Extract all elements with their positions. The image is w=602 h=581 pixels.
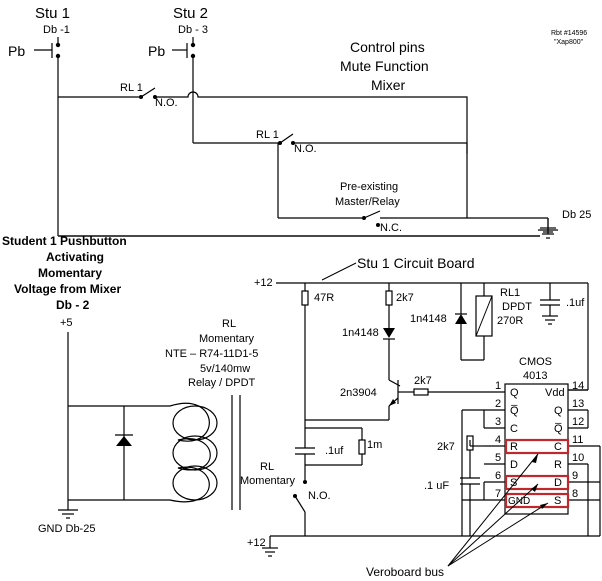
ref-name: "Xap800" bbox=[554, 39, 584, 46]
nc-label: N.C. bbox=[380, 222, 402, 234]
rl1b-label: RL 1 bbox=[256, 129, 279, 141]
left-ground-symbol bbox=[58, 509, 78, 519]
chip-label: 4013 bbox=[523, 370, 547, 382]
pin-label: Q bbox=[510, 387, 519, 399]
pin-number: 14 bbox=[572, 380, 584, 392]
pin-label: R bbox=[554, 459, 562, 471]
stu1-db-label: Db -1 bbox=[43, 24, 70, 36]
bus-label: Veroboard bus bbox=[366, 565, 444, 579]
pin-label: Q̅ bbox=[554, 423, 563, 435]
left-title-3: Momentary bbox=[38, 266, 102, 280]
db25-ground-symbol bbox=[538, 218, 558, 239]
pin-label: Q̅ bbox=[510, 405, 519, 417]
r47-label: 47R bbox=[314, 292, 334, 304]
stu2-db-label: Db - 3 bbox=[178, 24, 208, 36]
left-title-1: Student 1 Pushbutton bbox=[2, 234, 127, 248]
board-title: Stu 1 Circuit Board bbox=[357, 255, 475, 271]
r2k7b-label: 2k7 bbox=[414, 375, 432, 387]
stu2-label: Stu 2 bbox=[173, 5, 208, 22]
cmos-label: CMOS bbox=[519, 356, 552, 368]
circuit-board: Stu 1 Circuit Board +12 +12 47R 2k7 1n41… bbox=[240, 255, 601, 579]
pin-number: 7 bbox=[495, 488, 501, 500]
db25-label: Db 25 bbox=[562, 209, 591, 221]
pin-label: C bbox=[510, 423, 518, 435]
bus-highlight-row-gnd-s bbox=[504, 492, 570, 509]
relay-coil bbox=[67, 332, 241, 510]
cap-1uF-label: .1 uF bbox=[424, 480, 449, 492]
r2k7c-label: 2k7 bbox=[437, 441, 455, 453]
gnd-label: GND Db-25 bbox=[38, 523, 95, 535]
control-title-2: Mute Function bbox=[340, 58, 429, 74]
pb2-label: Pb bbox=[148, 43, 165, 59]
pin-number: 4 bbox=[495, 434, 501, 446]
pin-number: 9 bbox=[572, 470, 578, 482]
rl-mom-label-1: RL bbox=[260, 461, 274, 473]
cap1uf-label: .1uf bbox=[566, 297, 585, 309]
plus12-bottom-label: +12 bbox=[247, 537, 266, 549]
r270-label: 270R bbox=[497, 315, 523, 327]
left-title-4: Voltage from Mixer bbox=[14, 282, 121, 296]
bus-highlight-row-s-d bbox=[504, 474, 570, 491]
left-title-block: Student 1 Pushbutton Activating Momentar… bbox=[2, 234, 258, 535]
rl-no-label: N.O. bbox=[308, 490, 331, 502]
rl1a-label: RL 1 bbox=[120, 82, 143, 94]
d1-label: 1n4148 bbox=[342, 327, 379, 339]
pin-label: S bbox=[510, 477, 517, 489]
pin-number: 3 bbox=[495, 416, 501, 428]
control-title-1: Control pins bbox=[350, 39, 425, 55]
pre-existing-relay: Pre-existing Master/Relay N.C. Db 25 bbox=[58, 154, 591, 237]
pin-label: C bbox=[554, 441, 562, 453]
preexist-label-2: Master/Relay bbox=[335, 196, 400, 208]
preexist-label-1: Pre-existing bbox=[340, 181, 398, 193]
relay-contact-rl1b: RL 1 N.O. bbox=[192, 129, 468, 218]
pb1-label: Pb bbox=[8, 43, 25, 59]
ref-number: Rbt #14596 bbox=[551, 30, 587, 37]
left-title-2: Activating bbox=[46, 250, 104, 264]
pin-number: 6 bbox=[495, 470, 501, 482]
pin-number: 8 bbox=[572, 488, 578, 500]
rl-mom-label-2: Momentary bbox=[240, 475, 296, 487]
relay-rl-label: RL bbox=[222, 318, 236, 330]
control-title-3: Mixer bbox=[371, 77, 406, 93]
pin-label: D bbox=[554, 477, 562, 489]
relay-type-label: Relay / DPDT bbox=[188, 377, 256, 389]
pin-number: 2 bbox=[495, 398, 501, 410]
dpdt-label: DPDT bbox=[502, 301, 532, 313]
chip-right-pins: 14 13 12 11 10 9 8 Vdd Q Q̅ C R D S bbox=[545, 380, 584, 507]
relay-rating-label: 5v/140mw bbox=[200, 363, 250, 375]
rl1-label: RL1 bbox=[500, 287, 520, 299]
r2k7a-label: 2k7 bbox=[396, 292, 414, 304]
pin-label: R bbox=[510, 441, 518, 453]
plus5-label: +5 bbox=[60, 317, 73, 329]
left-title-5: Db - 2 bbox=[56, 298, 90, 312]
relay-part-label: NTE – R74-11D1-5 bbox=[165, 348, 258, 360]
pushbutton-1 bbox=[34, 37, 61, 236]
rl1b-no-label: N.O. bbox=[294, 143, 317, 155]
pin-number: 13 bbox=[572, 398, 584, 410]
pin-label: D bbox=[510, 459, 518, 471]
relay-contact-rl1a: RL 1 N.O. bbox=[58, 82, 468, 154]
pin-number: 12 bbox=[572, 416, 584, 428]
pin-label: S bbox=[554, 495, 561, 507]
relay-momentary-label: Momentary bbox=[199, 333, 255, 345]
pin-number: 11 bbox=[572, 434, 583, 446]
plus12-label: +12 bbox=[254, 277, 273, 289]
transistor-label: 2n3904 bbox=[340, 387, 377, 399]
stu1-label: Stu 1 bbox=[35, 5, 70, 22]
r1m-label: 1m bbox=[367, 439, 382, 451]
pin-label: Vdd bbox=[545, 387, 565, 399]
pin-label: Q bbox=[554, 405, 563, 417]
pin-number: 10 bbox=[572, 452, 584, 464]
pin-number: 1 bbox=[495, 380, 501, 392]
rl1a-no-label: N.O. bbox=[155, 97, 178, 109]
cap1uf-b-label: .1uf bbox=[325, 445, 344, 457]
bus-highlight-row-r-c bbox=[504, 438, 570, 455]
pin-number: 5 bbox=[495, 452, 501, 464]
d2-label: 1n4148 bbox=[410, 313, 447, 325]
pushbutton-2 bbox=[172, 37, 196, 134]
top-headings: Stu 1 Db -1 Stu 2 Db - 3 Pb Pb Rbt #1459… bbox=[8, 5, 587, 93]
